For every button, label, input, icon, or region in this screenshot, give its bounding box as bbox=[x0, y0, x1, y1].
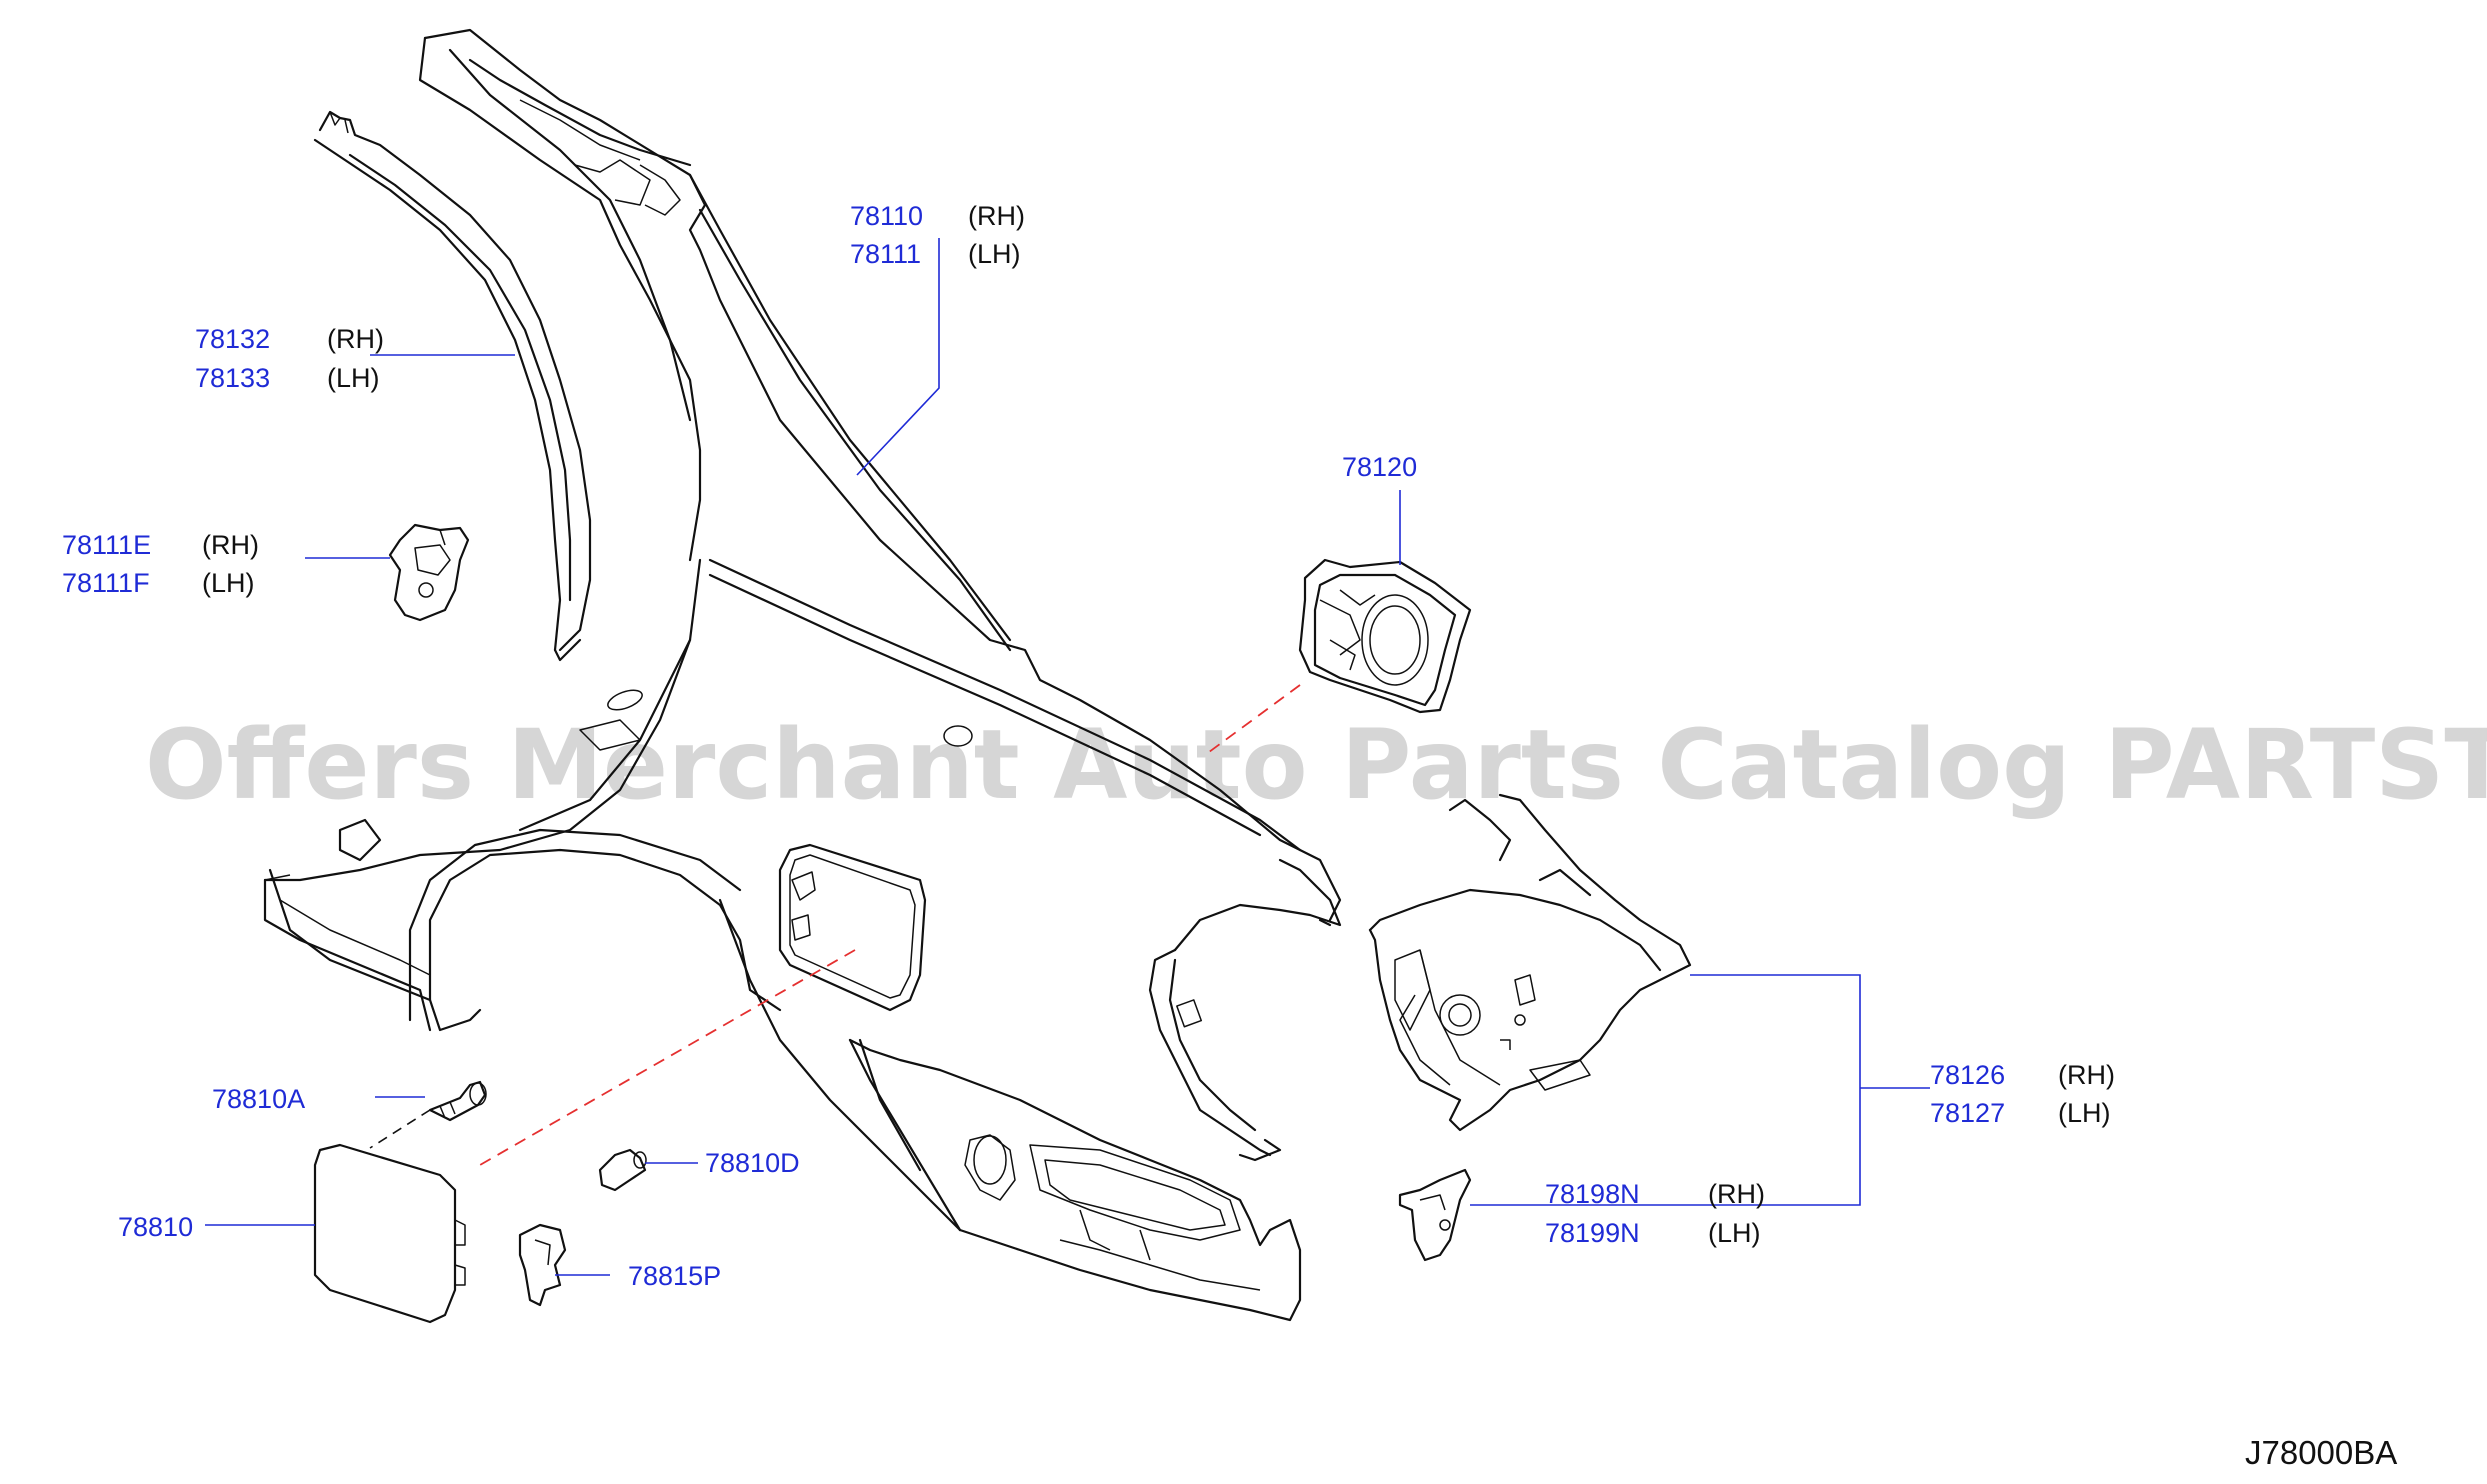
callout-78111e[interactable]: 78111E (RH) 78111F (LH) bbox=[62, 530, 259, 598]
svg-text:(RH): (RH) bbox=[327, 324, 384, 354]
fuel-filler-base-78120[interactable] bbox=[1298, 558, 1472, 714]
svg-text:78111E: 78111E bbox=[62, 530, 151, 560]
bracket-78111e[interactable] bbox=[388, 523, 470, 622]
callout-78126[interactable]: 78126 (RH) 78127 (LH) bbox=[1930, 1060, 2115, 1128]
svg-text:78110: 78110 bbox=[850, 201, 923, 231]
svg-text:(LH): (LH) bbox=[327, 363, 380, 393]
svg-text:78198N: 78198N bbox=[1545, 1179, 1640, 1209]
svg-text:(LH): (LH) bbox=[1708, 1218, 1761, 1248]
svg-text:(RH): (RH) bbox=[202, 530, 259, 560]
svg-text:78111F: 78111F bbox=[62, 568, 150, 598]
fuel-filler-door-78810[interactable] bbox=[313, 1143, 466, 1324]
callout-78810a[interactable]: 78810A bbox=[212, 1084, 305, 1114]
svg-text:78199N: 78199N bbox=[1545, 1218, 1640, 1248]
svg-text:78810A: 78810A bbox=[212, 1084, 305, 1114]
svg-text:(RH): (RH) bbox=[968, 201, 1025, 231]
wheel-house-outer[interactable] bbox=[313, 110, 592, 662]
bracket-78198n[interactable] bbox=[1398, 1168, 1472, 1262]
callout-78110[interactable]: 78110 (RH) 78111 (LH) bbox=[850, 201, 1025, 269]
svg-text:78127: 78127 bbox=[1930, 1098, 2005, 1128]
callout-78132[interactable]: 78132 (RH) 78133 (LH) bbox=[195, 324, 384, 393]
leader-78126 bbox=[1470, 974, 1861, 1206]
svg-text:(RH): (RH) bbox=[2058, 1060, 2115, 1090]
callout-78815p[interactable]: 78815P bbox=[628, 1261, 721, 1291]
svg-text:78126: 78126 bbox=[1930, 1060, 2005, 1090]
watermark: Offers Merchant Auto Parts Catalog PARTS… bbox=[145, 709, 2487, 821]
svg-text:(LH): (LH) bbox=[968, 239, 1021, 269]
svg-text:78815P: 78815P bbox=[628, 1261, 721, 1291]
svg-text:(RH): (RH) bbox=[1708, 1179, 1765, 1209]
dash-screw-to-door bbox=[369, 1109, 431, 1149]
callout-78198n[interactable]: 78198N (RH) 78199N (LH) bbox=[1545, 1179, 1765, 1248]
svg-text:(LH): (LH) bbox=[2058, 1098, 2111, 1128]
svg-text:78810D: 78810D bbox=[705, 1148, 800, 1178]
clip-78815p[interactable] bbox=[518, 1223, 567, 1307]
rear-inner-panel-78126[interactable] bbox=[1368, 793, 1692, 1132]
svg-text:(LH): (LH) bbox=[202, 568, 255, 598]
svg-text:78133: 78133 bbox=[195, 363, 270, 393]
callout-78810[interactable]: 78810 bbox=[118, 1212, 193, 1242]
dash-door-to-panel bbox=[479, 949, 856, 1166]
diagram-code: J78000BA bbox=[2245, 1434, 2397, 1471]
svg-text:78810: 78810 bbox=[118, 1212, 193, 1242]
rear-fender-panel[interactable] bbox=[263, 28, 1342, 1322]
svg-text:78120: 78120 bbox=[1342, 452, 1417, 482]
clip-78810d[interactable] bbox=[598, 1148, 647, 1192]
leader-78110 bbox=[856, 238, 940, 476]
callout-78810d[interactable]: 78810D bbox=[705, 1148, 800, 1178]
svg-text:78132: 78132 bbox=[195, 324, 270, 354]
callout-78120[interactable]: 78120 bbox=[1342, 452, 1417, 482]
svg-text:78111: 78111 bbox=[850, 239, 921, 269]
bumper-rubber-78810a[interactable] bbox=[428, 1080, 487, 1122]
